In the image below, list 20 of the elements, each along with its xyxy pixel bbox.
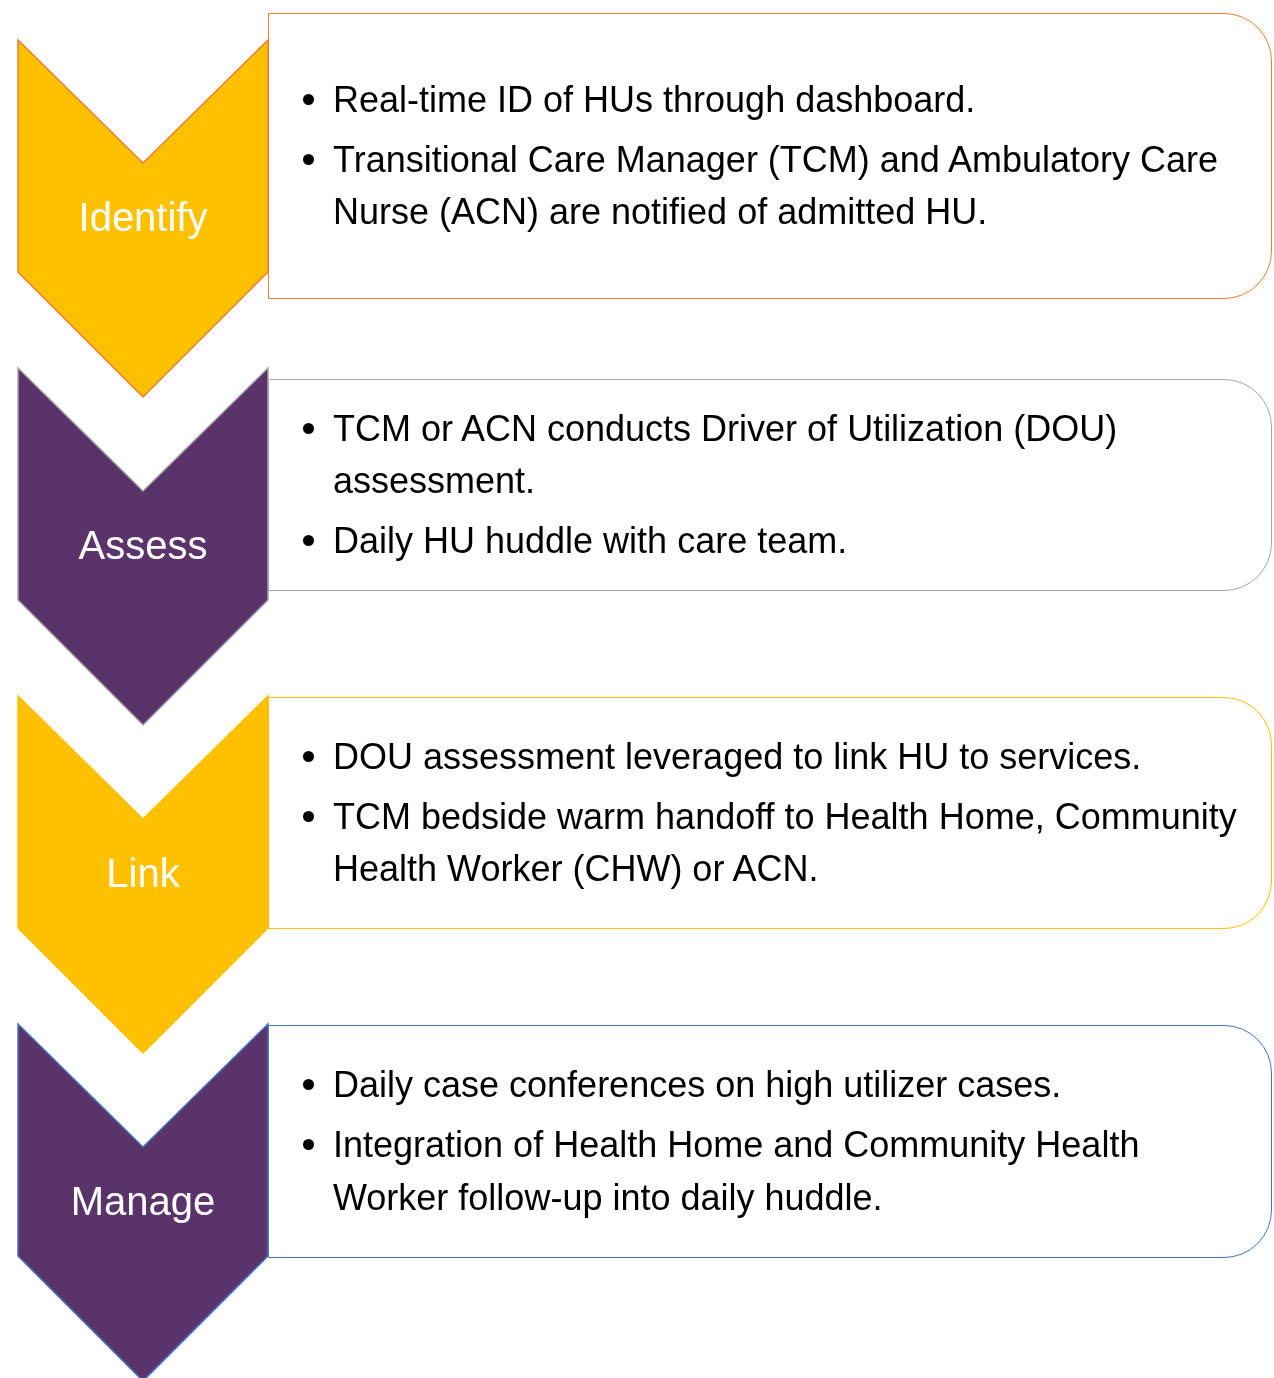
step-label: Manage [69,1179,217,1223]
bullet-text: Integration of Health Home and Community Health Worker follow-up into daily huddle. [299,1119,1241,1224]
step-label: Link [105,851,181,895]
text-panel [268,697,1272,929]
step-banner [18,40,268,397]
bullet-text: Daily case conferences on high utilizer cases. [299,1059,1241,1112]
bullet-text: Transitional Care Manager (TCM) and Ambulatory Care Nurse (ACN) are notified of admitted HU. [299,133,1241,239]
text-panel [268,13,1272,299]
text-panel [268,1025,1272,1258]
step-label: Identify [77,195,209,239]
bullet-text: Daily HU huddle with care team. [299,515,1241,568]
bullet-text: TCM or ACN conducts Driver of Utilization (DOU) assessment. [299,402,1241,508]
step-banner [18,696,268,1053]
text-panel [268,379,1272,591]
step-label: Assess [77,523,209,567]
bullet-text: TCM bedside warm handoff to Health Home, Community Health Worker (CHW) or ACN. [299,790,1241,896]
bullet-text: Real-time ID of HUs through dashboard. [299,73,1241,126]
step-banner [18,1024,268,1378]
step-banner [18,368,268,725]
bullet-text: DOU assessment leveraged to link HU to services. [299,730,1241,783]
